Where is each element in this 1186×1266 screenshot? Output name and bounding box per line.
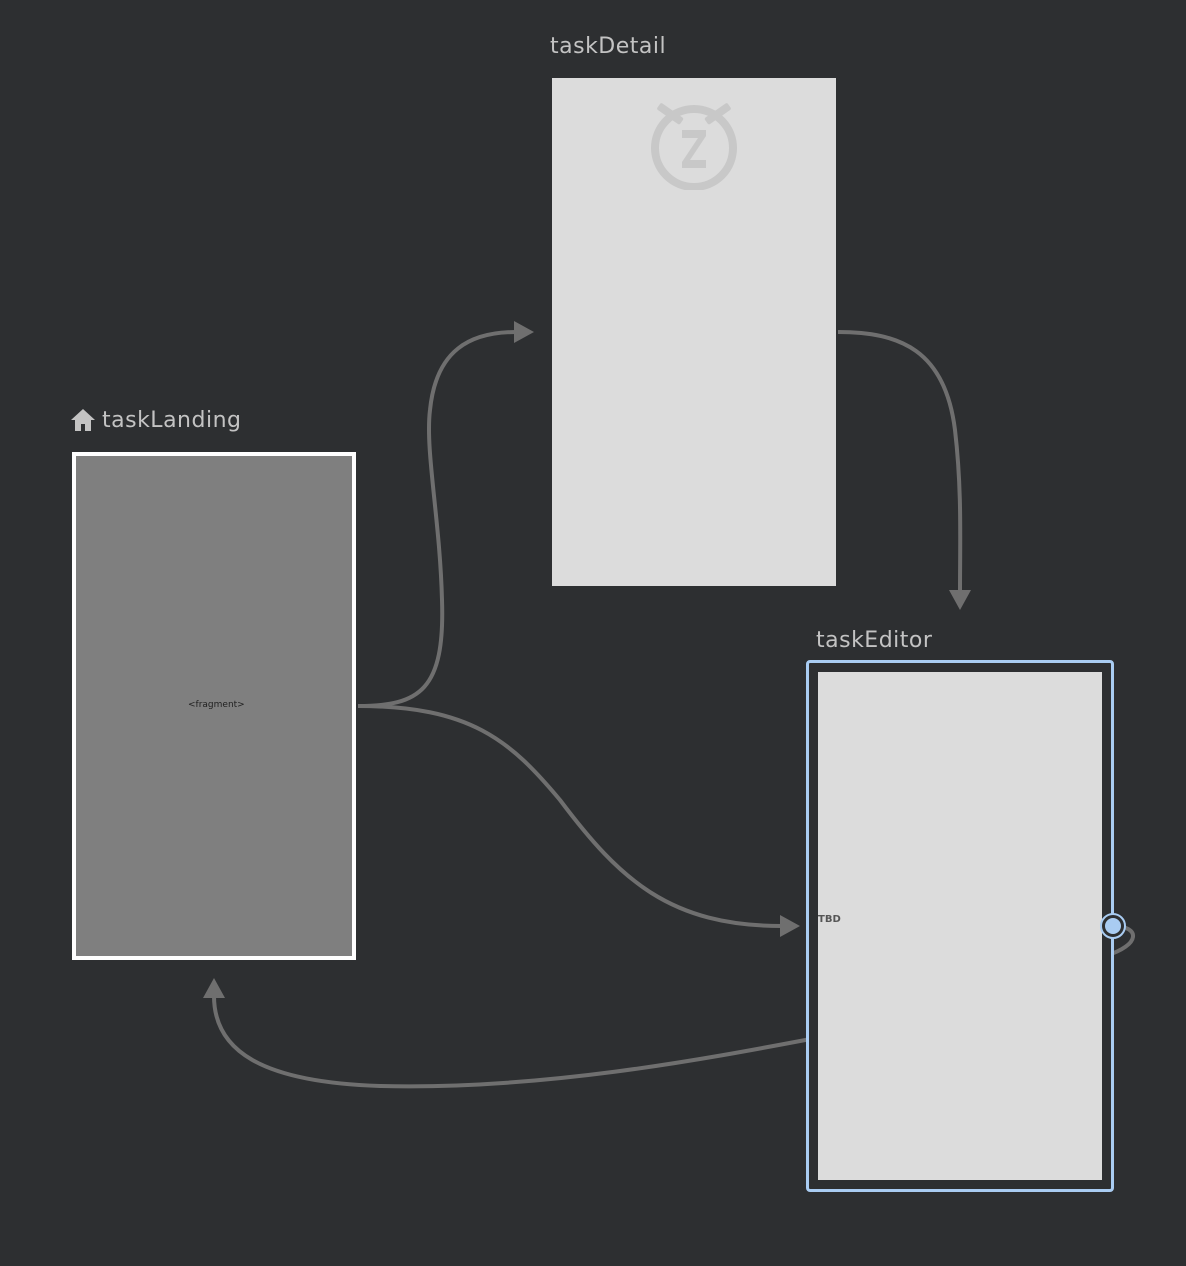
destination-taskeditor[interactable]: TBD — [818, 672, 1102, 1180]
action-handle[interactable] — [1099, 912, 1127, 940]
edge-landing-to-editor[interactable] — [357, 704, 783, 928]
edge-detail-to-editor[interactable] — [837, 330, 963, 593]
destination-label-tasklanding: taskLanding — [102, 408, 242, 433]
alarm-snooze-icon — [651, 103, 737, 190]
arrowhead-detail — [514, 321, 534, 343]
destination-label-taskdetail: taskDetail — [550, 34, 667, 59]
home-icon — [71, 409, 95, 431]
edge-landing-to-detail[interactable] — [357, 330, 517, 708]
arrowhead-editor-top — [949, 590, 971, 610]
destination-tasklanding[interactable]: <fragment> — [72, 452, 356, 960]
fragment-placeholder: <fragment> — [188, 700, 245, 710]
destination-label-taskeditor: taskEditor — [816, 628, 933, 653]
editor-content-text: TBD — [818, 914, 841, 925]
arrowhead-landing — [203, 978, 225, 998]
edge-editor-to-landing[interactable] — [212, 995, 817, 1089]
arrowhead-editor-left — [780, 915, 800, 937]
destination-taskdetail[interactable] — [552, 78, 836, 586]
